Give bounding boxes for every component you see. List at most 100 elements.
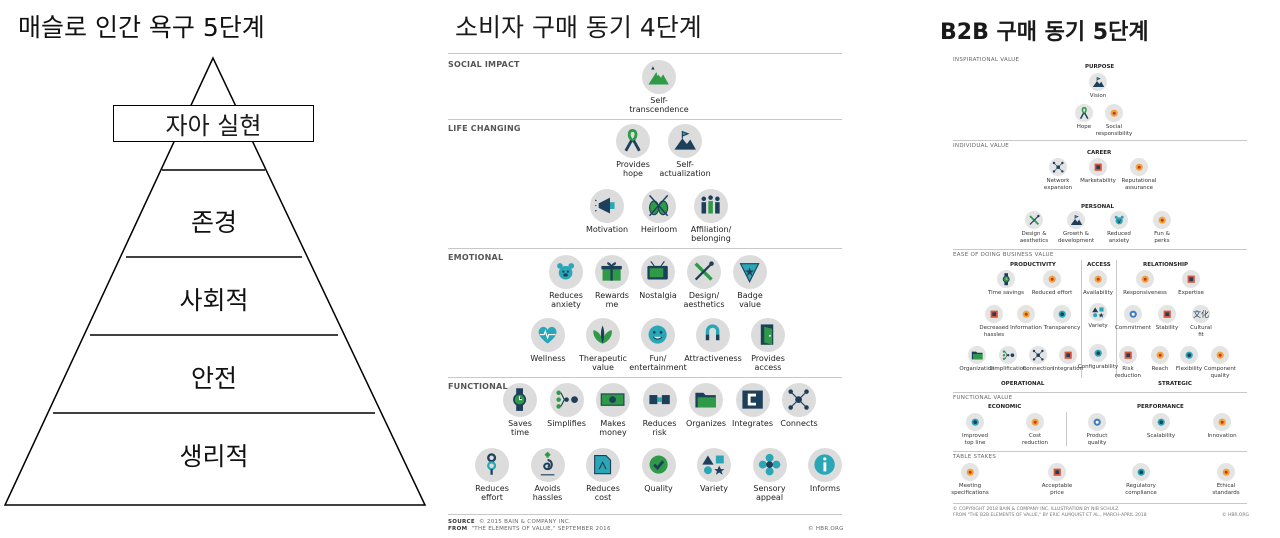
b2b-element-label: Transparency [1043,325,1081,331]
people-icon [694,189,728,223]
flag-mountain-icon [1089,73,1107,91]
b2b-element-flexibility: Flexibility [1164,346,1214,373]
section-ease: EASE OF DOING BUSINESS VALUE [953,252,1054,258]
group-career: CAREER [1087,150,1112,156]
b2b-element-responsiveness: Responsiveness [1120,270,1170,297]
b2b-element-label: Responsiveness [1123,290,1167,296]
magnet-icon [696,318,730,352]
warm-icon [1026,413,1044,431]
section-inspirational: INSPIRATIONAL VALUE [953,57,1020,63]
divider [1116,260,1117,378]
generic-icon [1152,413,1170,431]
flower-icon [752,448,787,482]
b2b-element-label: Stability [1155,325,1179,331]
warm-icon [1043,270,1061,288]
group-purpose: PURPOSE [1085,64,1115,70]
element-variety: Variety [678,448,750,493]
b2b-element-label: Connection [1022,366,1054,372]
b2b-element-simplification: Simplification [983,346,1033,373]
maslow-level-social: 사회적 [179,286,249,315]
element-label: Organizes [685,419,726,428]
b2b-element-marketability: Marketability [1073,158,1123,185]
b2b-element-label: Hope [1076,124,1092,130]
element-label: Simplifies [547,419,586,428]
divider [1081,260,1082,378]
b2b-element-expertise: Expertise [1166,270,1216,297]
element-label: Informs [809,484,841,493]
b2b-element-label: Growth &development [1057,231,1095,244]
group-relationship: RELATIONSHIP [1143,262,1189,268]
maslow-level-self-actualization: 자아 실현 [113,105,314,142]
integrate-icon [735,383,770,417]
maslow-level-physiological: 생리적 [179,442,249,471]
b2b-title: B2B 구매 동기 5단계 [940,20,1149,45]
folder-icon [689,383,723,417]
smile-icon [641,318,675,352]
warm-icon [1089,270,1107,288]
element-label: Quality [644,484,673,493]
consumer-source: SOURCE © 2015 BAIN & COMPANY INC. [448,519,572,525]
red-icon [1158,305,1176,323]
generic-icon [1053,305,1071,323]
divider [1066,412,1067,446]
tools-icon [687,255,721,289]
warm-icon [961,463,979,481]
element-label: Heirloom [640,225,678,234]
b2b-element-connection: Connection [1013,346,1063,373]
red-icon [985,305,1003,323]
element-informs: Informs [789,448,861,493]
b2b-element-label: Configurability [1077,364,1119,370]
folder-icon [968,346,986,364]
b2b-element-design-aesthetics: Design &aesthetics [1009,211,1059,244]
section-social-impact: SOCIAL IMPACT [448,60,520,69]
b2b-element-innovation: Innovation [1197,413,1247,440]
element-label: Wellness [530,354,566,363]
element-self-actualization: Self-actualization [649,124,721,178]
maslow-level-safety: 안전 [190,364,237,393]
gift-icon [595,255,629,289]
b2b-element-label: Design &aesthetics [1019,231,1049,244]
generic-icon: 文化 [1192,305,1210,323]
b2b-element-label: Time savings [987,290,1025,296]
network-icon [1029,346,1047,364]
shapes-icon [697,448,731,482]
bear-icon [549,255,583,289]
chain-icon [475,448,509,482]
b2b-element-label: Marketability [1080,178,1116,184]
group-operational: OPERATIONAL [1001,381,1045,387]
watch-icon [997,270,1015,288]
bear-icon [1110,211,1128,229]
b2b-element-reduced-effort: Reduced effort [1027,270,1077,297]
b2b-element-configurability: Configurability [1073,344,1123,371]
dots-icon [999,346,1017,364]
group-productivity: PRODUCTIVITY [1010,262,1056,268]
warm-icon [1153,211,1171,229]
divider [448,248,842,249]
